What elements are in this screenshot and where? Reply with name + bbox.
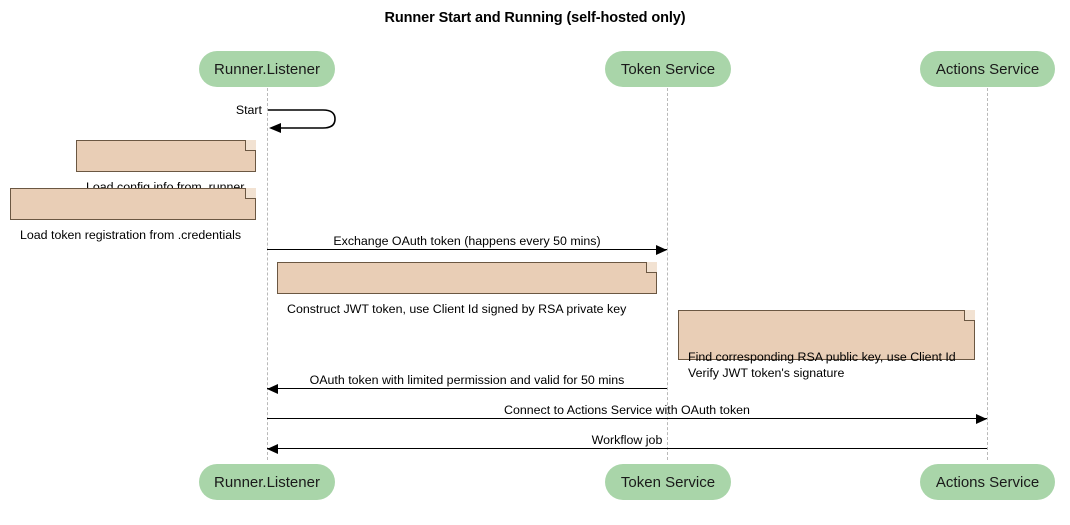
note-fold-corner-icon	[245, 188, 256, 199]
participant-label: Token Service	[620, 60, 716, 78]
note-fold-corner-icon	[646, 262, 657, 273]
participant-actions-service-top[interactable]: Actions Service	[920, 51, 1055, 87]
lifeline-token	[667, 88, 668, 460]
participant-runner-listener-bottom[interactable]: Runner.Listener	[199, 464, 335, 500]
note-fold-corner-icon	[964, 310, 975, 321]
participant-label: Token Service	[620, 473, 716, 491]
participant-label: Runner.Listener	[214, 473, 320, 491]
lifeline-runner	[267, 88, 268, 460]
participant-label: Actions Service	[935, 60, 1040, 78]
message-label-connect-actions-service: Connect to Actions Service with OAuth to…	[504, 403, 750, 417]
message-line-oauth-token-return	[267, 388, 667, 389]
participant-token-service-top[interactable]: Token Service	[605, 51, 731, 87]
note-text: Find corresponding RSA public key, use C…	[688, 350, 956, 380]
lifeline-actions	[987, 88, 988, 460]
participant-runner-listener-top[interactable]: Runner.Listener	[199, 51, 335, 87]
message-arrowhead-workflow-job	[267, 444, 278, 454]
message-label-start: Start	[235, 103, 262, 117]
note-fold-corner-icon	[245, 140, 256, 151]
note-construct-jwt: Construct JWT token, use Client Id signe…	[277, 262, 657, 316]
note-text: Construct JWT token, use Client Id signe…	[287, 302, 627, 316]
note-text: Load token registration from .credential…	[20, 228, 242, 242]
note-load-token-registration: Load token registration from .credential…	[10, 188, 256, 242]
message-label-workflow-job: Workflow job	[591, 433, 663, 447]
message-line-workflow-job	[267, 448, 987, 449]
message-label-exchange-oauth-token: Exchange OAuth token (happens every 50 m…	[333, 234, 601, 248]
message-arrowhead-oauth-token-return	[267, 384, 278, 394]
self-call-shape	[268, 109, 336, 133]
note-load-config: Load config info from .runner	[76, 140, 256, 194]
participant-label: Runner.Listener	[214, 60, 320, 78]
message-line-exchange-oauth-token	[267, 249, 667, 250]
participant-label: Actions Service	[935, 473, 1040, 491]
note-verify-jwt: Find corresponding RSA public key, use C…	[678, 310, 975, 380]
message-arrowhead-exchange-oauth-token	[656, 245, 667, 255]
participant-actions-service-bottom[interactable]: Actions Service	[920, 464, 1055, 500]
diagram-title: Runner Start and Running (self-hosted on…	[384, 10, 686, 26]
message-arrowhead-connect-actions-service	[976, 414, 987, 424]
message-label-oauth-token-return: OAuth token with limited permission and …	[309, 373, 625, 387]
message-arrow-start	[267, 108, 347, 139]
participant-token-service-bottom[interactable]: Token Service	[605, 464, 731, 500]
message-line-connect-actions-service	[267, 418, 987, 419]
